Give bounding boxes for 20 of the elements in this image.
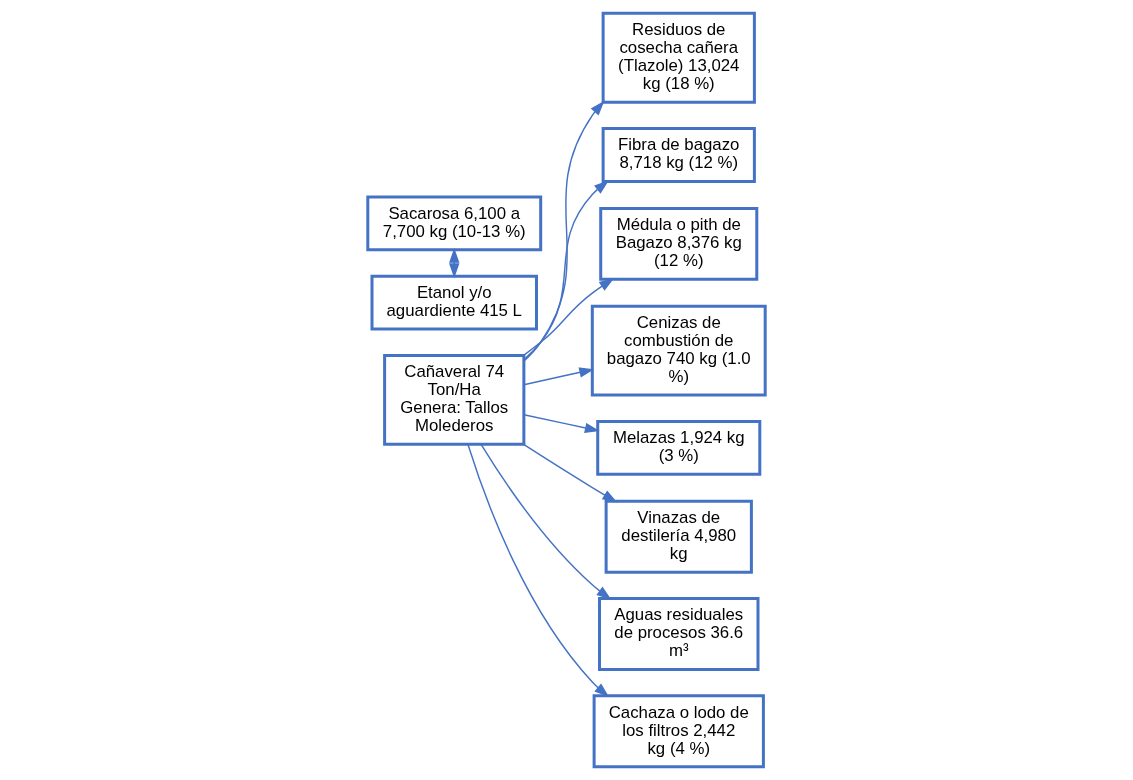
node-box: Fibra de bagazo 8,718 kg (12 %)	[601, 127, 756, 183]
node-box: Melazas 1,924 kg (3 %)	[596, 420, 762, 476]
node-box: Médula o pith de Bagazo 8,376 kg (12 %)	[599, 206, 759, 281]
node-box: Residuos de cosecha cañera (Tlazole) 13,024 kg (18 %)	[601, 11, 756, 104]
arrow	[523, 180, 609, 361]
arrow	[467, 444, 610, 698]
node-box: Cañaveral 74 Ton/Ha Genera: Tallos Molederos	[383, 354, 526, 446]
arrow	[522, 443, 618, 503]
arrow	[523, 367, 595, 386]
node-box: Sacarosa 6,100 a 7,700 kg (10-13 %)	[366, 195, 543, 252]
arrow	[449, 247, 460, 279]
node-box: Etanol y/o aguardiente 415 L	[370, 274, 538, 331]
arrow	[522, 278, 615, 357]
node-box: Cenizas de combustión de bagazo 740 kg (1.0 %)	[590, 304, 767, 397]
arrow	[480, 443, 612, 600]
arrow	[523, 100, 605, 362]
node-box: Aguas residuales de procesos 36.6 m³	[598, 597, 760, 671]
node-box: Cachaza o lodo de los filtros 2,442 kg (4 %)	[592, 694, 765, 769]
node-box: Vinazas de destilería 4,980 kg	[604, 499, 753, 574]
arrow	[523, 414, 600, 434]
